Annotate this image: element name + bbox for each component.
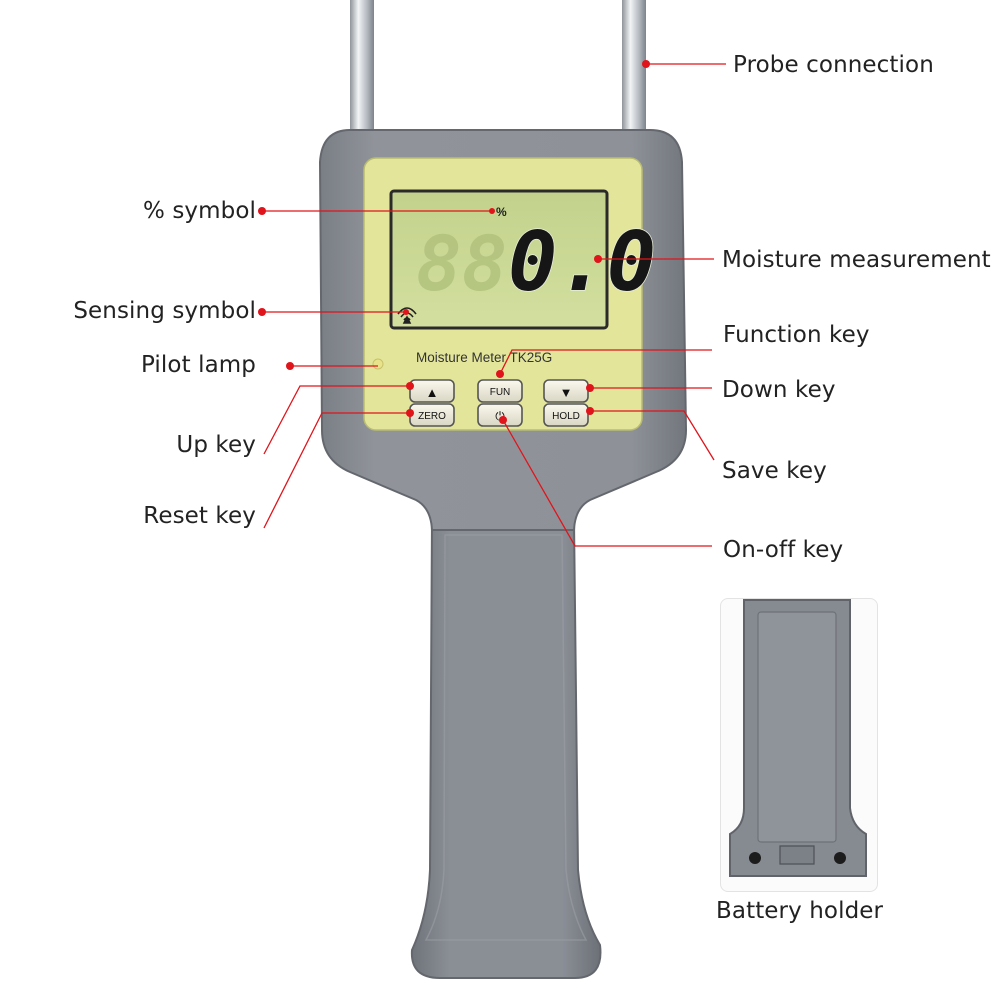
leader-lines bbox=[262, 63, 726, 547]
percent-symbol: % bbox=[496, 205, 507, 219]
zero-key[interactable]: ZERO bbox=[409, 403, 455, 427]
fun-key[interactable]: FUN bbox=[477, 379, 523, 403]
lcd-ghost-digits: 88 bbox=[416, 219, 508, 308]
label-on-off-key: On-off key bbox=[723, 537, 844, 563]
label-down-key: Down key bbox=[722, 377, 836, 403]
hold-key-label: HOLD bbox=[552, 411, 580, 422]
label-reset-key: Reset key bbox=[143, 503, 256, 529]
leader-dots bbox=[258, 60, 650, 424]
label-percent-symbol: % symbol bbox=[142, 198, 256, 224]
label-function-key: Function key bbox=[723, 322, 870, 348]
meter-handle bbox=[410, 519, 602, 979]
label-pilot-lamp: Pilot lamp bbox=[140, 352, 256, 378]
hold-key[interactable]: HOLD bbox=[543, 403, 589, 427]
model-label: Moisture Meter TK25G bbox=[416, 350, 552, 365]
lcd-reading: 0.0 bbox=[508, 215, 656, 310]
up-key[interactable]: ▲ bbox=[409, 379, 455, 403]
down-arrow-icon: ▼ bbox=[560, 385, 573, 400]
down-key[interactable]: ▼ bbox=[543, 379, 589, 403]
probe-connection bbox=[350, 0, 646, 134]
zero-key-label: ZERO bbox=[418, 411, 446, 422]
label-probe-connection: Probe connection bbox=[733, 52, 934, 78]
up-arrow-icon: ▲ bbox=[426, 385, 439, 400]
power-key[interactable]: ⏻ bbox=[477, 403, 523, 427]
label-save-key: Save key bbox=[722, 458, 827, 484]
label-battery-holder: Battery holder bbox=[716, 898, 884, 924]
pilot-lamp bbox=[372, 358, 384, 370]
label-sensing-symbol: Sensing symbol bbox=[73, 298, 256, 324]
label-up-key: Up key bbox=[176, 432, 256, 458]
fun-key-label: FUN bbox=[490, 387, 511, 398]
power-icon: ⏻ bbox=[495, 409, 505, 423]
label-moisture-measurement: Moisture measurement bbox=[722, 247, 991, 273]
battery-holder-image bbox=[729, 599, 867, 877]
